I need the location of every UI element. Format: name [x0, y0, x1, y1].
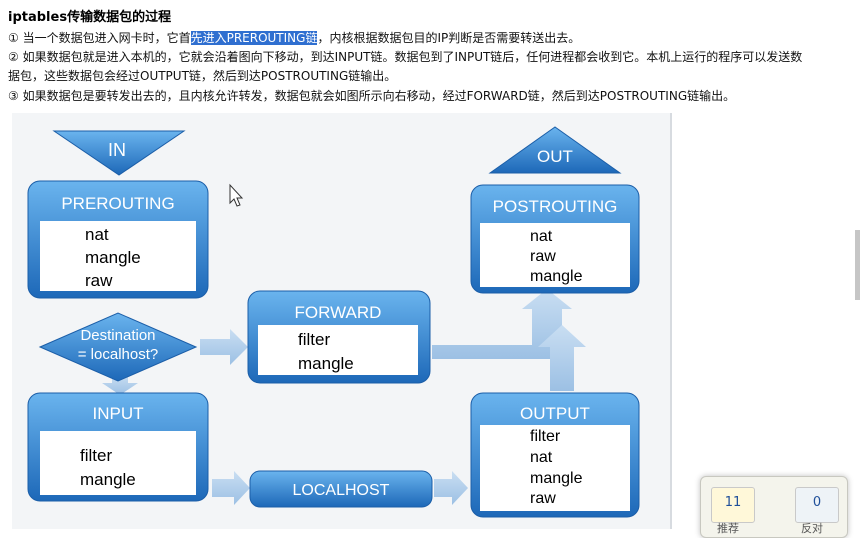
- decision-diamond: [38, 312, 198, 382]
- input-title: INPUT: [93, 404, 144, 423]
- forward-item: filter: [298, 330, 330, 349]
- prerouting-item: nat: [85, 225, 109, 244]
- output-item: nat: [530, 449, 553, 466]
- postrouting-table-list: [480, 223, 630, 287]
- arrow-forward-to-postrouting: [432, 289, 572, 359]
- postrouting-item: nat: [530, 228, 553, 245]
- arrow-input-to-localhost: [212, 471, 250, 505]
- arrow-output-to-postrouting: [538, 325, 586, 391]
- postrouting-item: mangle: [530, 268, 583, 285]
- output-title: OUTPUT: [520, 404, 590, 423]
- scrollbar[interactable]: [855, 230, 860, 300]
- paragraph-3: ③ 如果数据包是要转发出去的，且内核允许转发，数据包就会如图所示向右移动，经过F…: [8, 89, 736, 103]
- out-arrow: [488, 126, 622, 174]
- forward-item: mangle: [298, 354, 354, 373]
- paragraph-2-line-1: ② 如果数据包就是进入本机的，它就会沿着图向下移动，到达INPUT链。数据包到了…: [8, 50, 803, 64]
- input-item: mangle: [80, 470, 136, 489]
- decision-line-1: Destination: [80, 327, 155, 344]
- prerouting-title: PREROUTING: [61, 194, 174, 213]
- mouse-cursor-icon: [229, 183, 244, 207]
- paragraph-1-end: ，内核根据数据包目的IP判断是否需要转送出去。: [317, 31, 581, 45]
- paragraph-2-line-2: 据包，这些数据包会经过OUTPUT链，然后到达POSTROUTING链输出。: [8, 69, 397, 83]
- oppose-count: 0: [812, 495, 822, 510]
- arrow-localhost-to-output: [434, 471, 468, 505]
- arrow-decision-to-input: [102, 375, 138, 395]
- prerouting-table-list: [40, 221, 196, 291]
- out-label: OUT: [537, 147, 573, 166]
- recommend-count: 11: [724, 495, 742, 510]
- decision-line-2: = localhost?: [78, 346, 158, 363]
- oppose-button[interactable]: 0: [795, 487, 839, 523]
- prerouting-item: mangle: [85, 248, 141, 267]
- prerouting-item: raw: [85, 271, 113, 290]
- in-label: IN: [108, 140, 126, 160]
- selected-text[interactable]: 先进入PREROUTING链: [190, 31, 318, 45]
- diagram-canvas: IN OUT PREROUTING nat mangle raw Destina…: [27, 126, 640, 518]
- paragraph-1-start: ① 当一个数据包进入网卡时，它首: [8, 31, 191, 45]
- output-item: raw: [530, 490, 556, 507]
- input-table-list: [40, 431, 196, 495]
- forward-table-list: [258, 325, 418, 375]
- in-arrow: [52, 130, 186, 176]
- output-table-list: [480, 425, 630, 511]
- output-item: filter: [530, 428, 561, 445]
- postrouting-title: POSTROUTING: [493, 197, 618, 216]
- localhost-label: LOCALHOST: [293, 482, 390, 499]
- oppose-label: 反对: [801, 522, 823, 535]
- localhost-box: [249, 470, 433, 508]
- paragraph-1: ① 当一个数据包进入网卡时，它首先进入PREROUTING链，内核根据数据包目的…: [8, 29, 580, 48]
- forward-title: FORWARD: [295, 303, 382, 322]
- arrow-to-forward: [200, 329, 248, 365]
- recommend-button[interactable]: 11: [711, 487, 755, 523]
- article-title: iptables传输数据包的过程: [8, 10, 172, 25]
- recommend-label: 推荐: [717, 522, 739, 535]
- iptables-diagram: IN OUT PREROUTING nat mangle raw Destina…: [12, 113, 672, 529]
- postrouting-item: raw: [530, 248, 556, 265]
- input-item: filter: [80, 446, 112, 465]
- output-item: mangle: [530, 470, 583, 487]
